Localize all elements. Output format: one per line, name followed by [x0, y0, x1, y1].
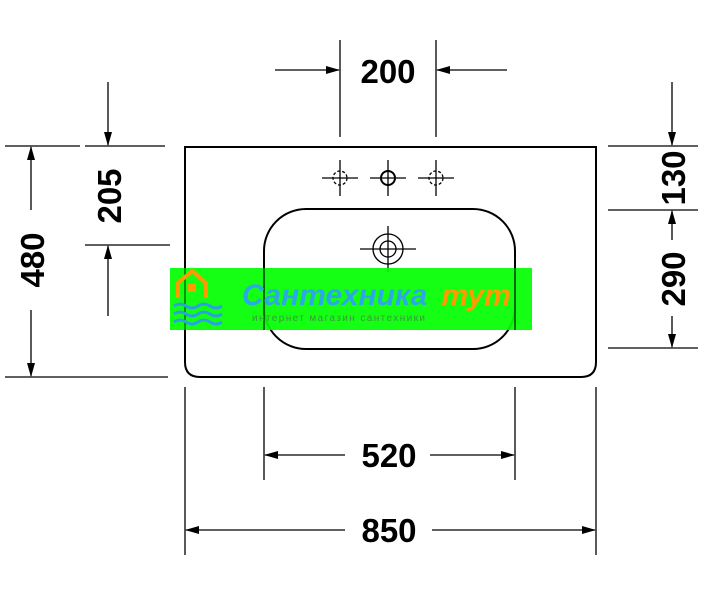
watermark-title-part1: Сантехника — [242, 279, 427, 312]
drain-icon — [360, 226, 416, 272]
dimension-bowl-width: 520 — [263, 387, 516, 480]
dimension-tap-spacing: 200 — [275, 40, 507, 137]
dimension-label-290: 290 — [655, 251, 692, 306]
watermark-banner: Сантехника тут интернет магазин сантехни… — [170, 268, 532, 330]
tap-hole-left-icon — [322, 160, 358, 196]
dimension-label-480: 480 — [14, 232, 51, 287]
dimension-label-200: 200 — [360, 53, 415, 90]
dimension-back-to-taps: 130 — [608, 82, 698, 211]
svg-text:Сантехника тут: Сантехника тут — [242, 279, 511, 312]
dimension-total-width: 850 — [184, 387, 597, 555]
dimension-label-850: 850 — [361, 512, 416, 549]
water-waves-icon — [173, 302, 223, 326]
dimension-taps-to-bowl: 205 — [85, 82, 170, 316]
watermark-subtitle: интернет магазин сантехники — [252, 313, 426, 324]
dimension-taps-to-front: 290 — [608, 210, 698, 349]
dimension-label-520: 520 — [361, 437, 416, 474]
dimension-label-130: 130 — [655, 150, 692, 205]
tap-hole-center-icon — [370, 160, 406, 196]
dimension-total-depth: 480 — [5, 145, 168, 378]
house-logo-icon — [176, 268, 208, 298]
dimension-label-205: 205 — [91, 168, 128, 223]
basin-outline — [184, 146, 597, 378]
watermark-title-part2: тут — [442, 279, 511, 312]
tap-hole-right-icon — [418, 160, 454, 196]
